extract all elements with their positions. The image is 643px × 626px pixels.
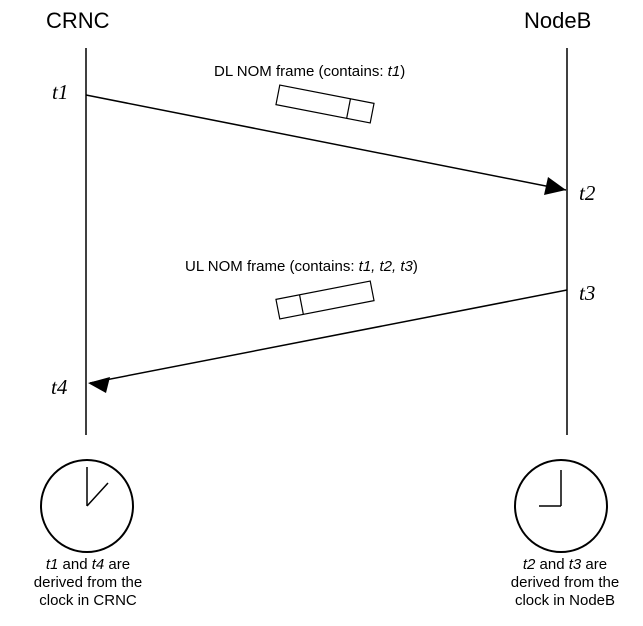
ul-frame-icon — [275, 280, 375, 320]
crnc-clock-icon — [40, 459, 134, 553]
t2-label: t2 — [579, 181, 596, 205]
t3-label: t3 — [579, 281, 596, 305]
crnc-node-label: CRNC — [46, 8, 110, 33]
dl-message-vars: t1 — [387, 63, 401, 80]
caption-var-t2: t2 — [522, 556, 536, 573]
crnc-caption-line-3: clock in CRNC — [39, 592, 137, 609]
nodeb-caption-line-1: t2 and t3 are — [490, 556, 640, 574]
dl-message-arrow — [85, 94, 567, 191]
dl-message-label: DL NOM frame (contains: t1) — [214, 63, 405, 80]
caption-tail: are — [104, 556, 131, 573]
crnc-caption-line-1: t1 and t4 are — [22, 556, 154, 574]
dl-message-prefix: DL NOM frame (contains: — [214, 63, 388, 80]
nodeb-caption-line-3: clock in NodeB — [514, 592, 616, 609]
caption-tail: are — [581, 556, 608, 573]
t1-label: t1 — [52, 80, 69, 104]
ul-arrowhead — [88, 377, 110, 393]
nodeb-clock-caption: t2 and t3 are derived from the clock in … — [490, 556, 640, 610]
crnc-clock-caption: t1 and t4 are derived from the clock in … — [22, 556, 154, 610]
nodeb-node-label: NodeB — [524, 8, 592, 33]
dl-message-suffix: ) — [400, 63, 406, 80]
ul-message-vars: t1, t2, t3 — [358, 258, 413, 275]
ul-message-prefix: UL NOM frame (contains: — [185, 258, 359, 275]
caption-and: and — [535, 556, 569, 573]
ul-message-label: UL NOM frame (contains: t1, t2, t3) — [185, 258, 418, 275]
dl-frame-icon — [275, 84, 375, 124]
t4-label: t4 — [51, 375, 68, 399]
crnc-caption-line-2: derived from the — [33, 574, 143, 591]
caption-var-t1: t1 — [45, 556, 59, 573]
caption-and: and — [58, 556, 92, 573]
ul-message-arrow — [89, 289, 568, 384]
nodeb-caption-line-2: derived from the — [510, 574, 620, 591]
dl-arrowhead — [544, 177, 566, 195]
ul-message-suffix: ) — [412, 258, 418, 275]
caption-var-t3: t3 — [568, 556, 582, 573]
nodeb-clock-icon — [514, 459, 608, 553]
caption-var-t4: t4 — [91, 556, 105, 573]
